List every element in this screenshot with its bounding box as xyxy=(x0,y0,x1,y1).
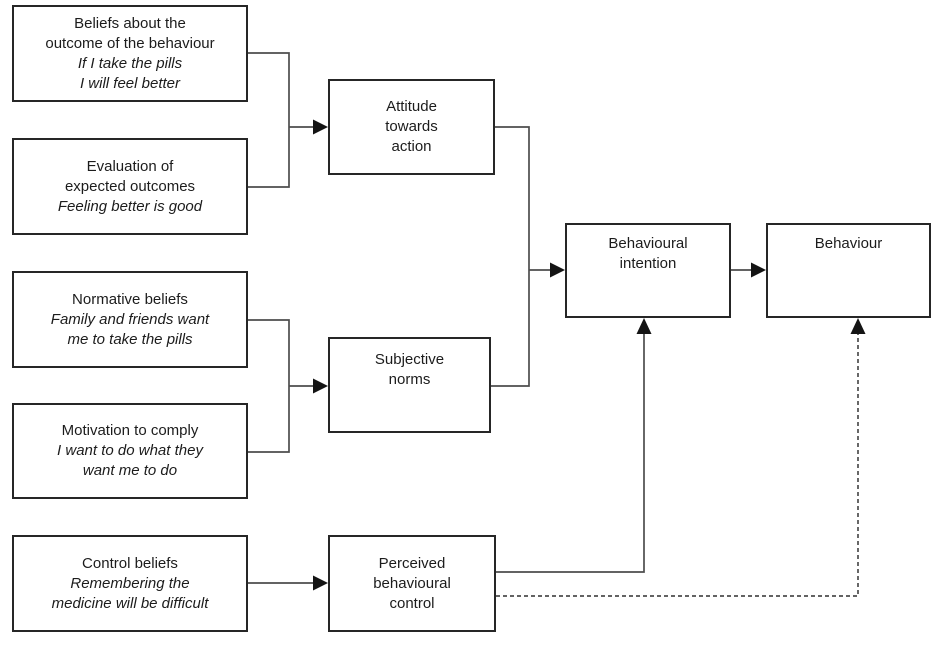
node-attitude-towards-action: Attitude towards action xyxy=(328,79,495,175)
node-normative-beliefs: Normative beliefs Family and friends wan… xyxy=(12,271,248,368)
node-beliefs-about-outcome: Beliefs about the outcome of the behavio… xyxy=(12,5,248,102)
node-label: Attitude towards action xyxy=(385,98,438,155)
node-example-text: If I take the pills I will feel better xyxy=(77,54,183,92)
arrowhead-right-icon xyxy=(313,119,328,135)
node-example-text: Remembering the medicine will be difficu… xyxy=(51,574,209,612)
node-control-beliefs: Control beliefs Remembering the medicine… xyxy=(12,535,248,632)
node-example-text: Feeling better is good xyxy=(57,197,203,215)
node-label: Subjective norms xyxy=(374,351,445,388)
node-example-text: I want to do what they want me to do xyxy=(57,442,203,479)
node-subjective-norms: Subjective norms xyxy=(328,337,491,433)
node-title: Beliefs about the outcome of the behavio… xyxy=(45,14,215,52)
arrowhead-right-icon xyxy=(550,262,565,278)
node-title: Control beliefs xyxy=(82,554,178,572)
edge-intention-to-behaviour xyxy=(731,262,766,278)
node-title: Motivation to comply xyxy=(61,422,199,439)
node-evaluation-of-outcomes: Evaluation of expected outcomes Feeling … xyxy=(12,138,248,235)
arrowhead-up-icon xyxy=(636,318,652,334)
edge-line xyxy=(496,333,645,573)
edge-line xyxy=(491,126,551,387)
node-title: Evaluation of expected outcomes xyxy=(64,157,196,195)
node-behaviour: Behaviour xyxy=(766,223,931,318)
node-title: Normative beliefs xyxy=(72,290,188,308)
node-example-text: Family and friends want me to take the p… xyxy=(50,310,210,348)
edge-beliefs-evaluation-to-attitude xyxy=(248,52,328,188)
node-perceived-behavioural-control: Perceived behavioural control xyxy=(328,535,496,632)
node-label: Behavioural intention xyxy=(608,235,688,272)
edge-normative-motivation-to-subjective xyxy=(248,319,328,453)
edge-pbc-to-intention xyxy=(496,318,652,573)
node-label: Perceived behavioural control xyxy=(373,554,451,612)
node-label: Behaviour xyxy=(814,235,883,252)
arrowhead-right-icon xyxy=(751,262,766,278)
edge-line xyxy=(248,52,314,188)
node-behavioural-intention: Behavioural intention xyxy=(565,223,731,318)
arrowhead-right-icon xyxy=(313,378,328,394)
edge-line-dashed xyxy=(496,333,859,597)
edge-line xyxy=(248,319,314,453)
edge-pbc-to-behaviour-dashed xyxy=(496,318,866,597)
arrowhead-right-icon xyxy=(313,575,328,591)
edge-attitude-subjective-to-intention xyxy=(491,126,565,387)
edge-control-to-pbc xyxy=(248,575,328,591)
arrowhead-up-icon xyxy=(850,318,866,334)
node-motivation-to-comply: Motivation to comply I want to do what t… xyxy=(12,403,248,499)
